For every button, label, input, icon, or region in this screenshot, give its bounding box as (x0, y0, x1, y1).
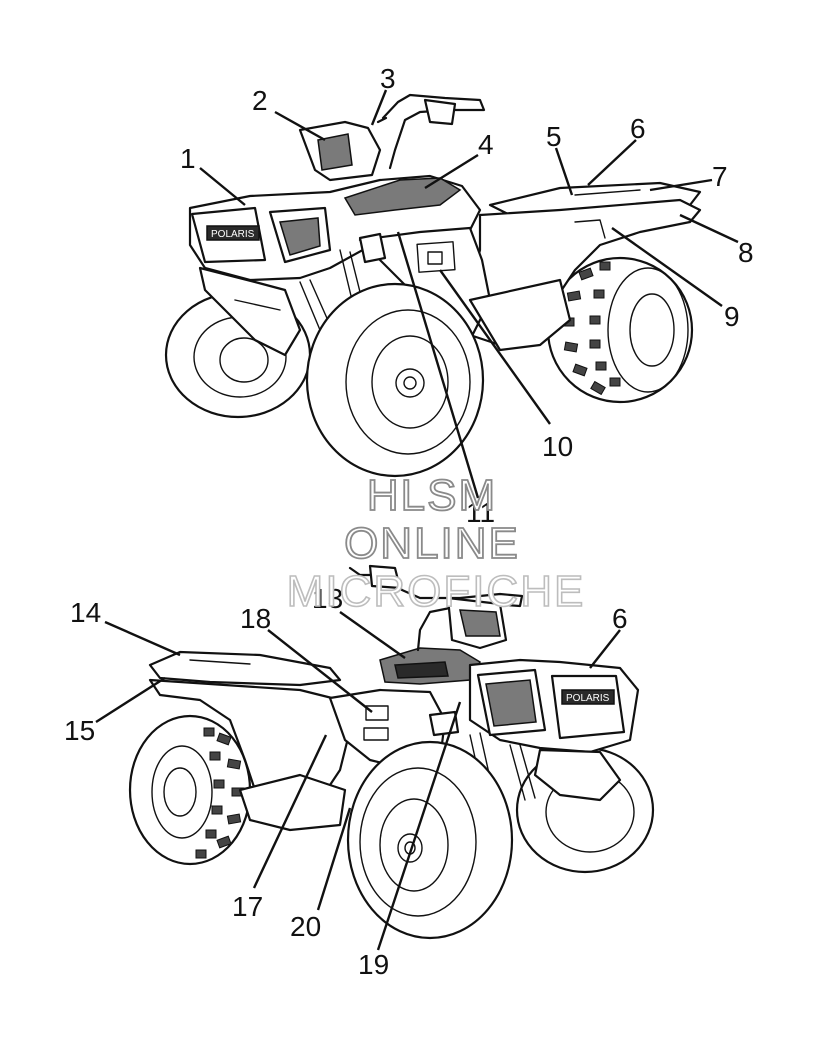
lower-foreground-wheel (346, 740, 514, 940)
lower-rear-left-wheel (128, 714, 252, 866)
lower-leader-lines (95, 611, 621, 951)
upper-front-left-wheel (305, 282, 485, 478)
upper-atv-illustration: POLARIS (164, 89, 739, 499)
watermark-line-2: ONLINE (344, 519, 520, 568)
lower-front-decal-text: POLARIS (566, 693, 610, 704)
callout-10: 10 (542, 431, 573, 462)
callout-1: 1 (180, 143, 196, 174)
callout-17: 17 (232, 891, 263, 922)
lower-body-panels: POLARIS (148, 647, 640, 832)
callout-8: 8 (738, 237, 754, 268)
lower-callout-numbers: 13 14 15 6 17 18 19 20 (64, 583, 628, 980)
callout-18: 18 (240, 603, 271, 634)
upper-handlebars (298, 93, 486, 182)
watermark-line-1: HLSM (367, 471, 497, 520)
lower-atv-illustration: POLARIS (95, 564, 655, 951)
callout-9: 9 (724, 301, 740, 332)
callout-14: 14 (70, 597, 101, 628)
callout-6-lower: 6 (612, 603, 628, 634)
callout-19: 19 (358, 949, 389, 980)
lower-front-polaris-decal (561, 689, 615, 705)
upper-leader-lines (199, 89, 739, 499)
upper-front-polaris-decal (206, 225, 260, 241)
upper-body-panels: POLARIS (188, 174, 702, 357)
callout-7: 7 (712, 161, 728, 192)
callout-4: 4 (478, 129, 494, 160)
callout-6: 6 (630, 113, 646, 144)
callout-11: 11 (466, 497, 495, 528)
watermark: HLSM ONLINE MICROFICHE (286, 470, 586, 617)
callout-15: 15 (64, 715, 95, 746)
upper-front-decal-text: POLARIS (211, 229, 255, 240)
callout-3: 3 (380, 63, 396, 94)
callout-5: 5 (546, 121, 562, 152)
callout-13: 13 (312, 583, 343, 614)
upper-callout-numbers: 1 2 3 4 5 6 7 8 9 10 11 (180, 63, 754, 528)
lower-handlebars (348, 564, 524, 652)
watermark-line-3: MICROFICHE (287, 567, 586, 616)
callout-2: 2 (252, 85, 268, 116)
callout-20: 20 (290, 911, 321, 942)
